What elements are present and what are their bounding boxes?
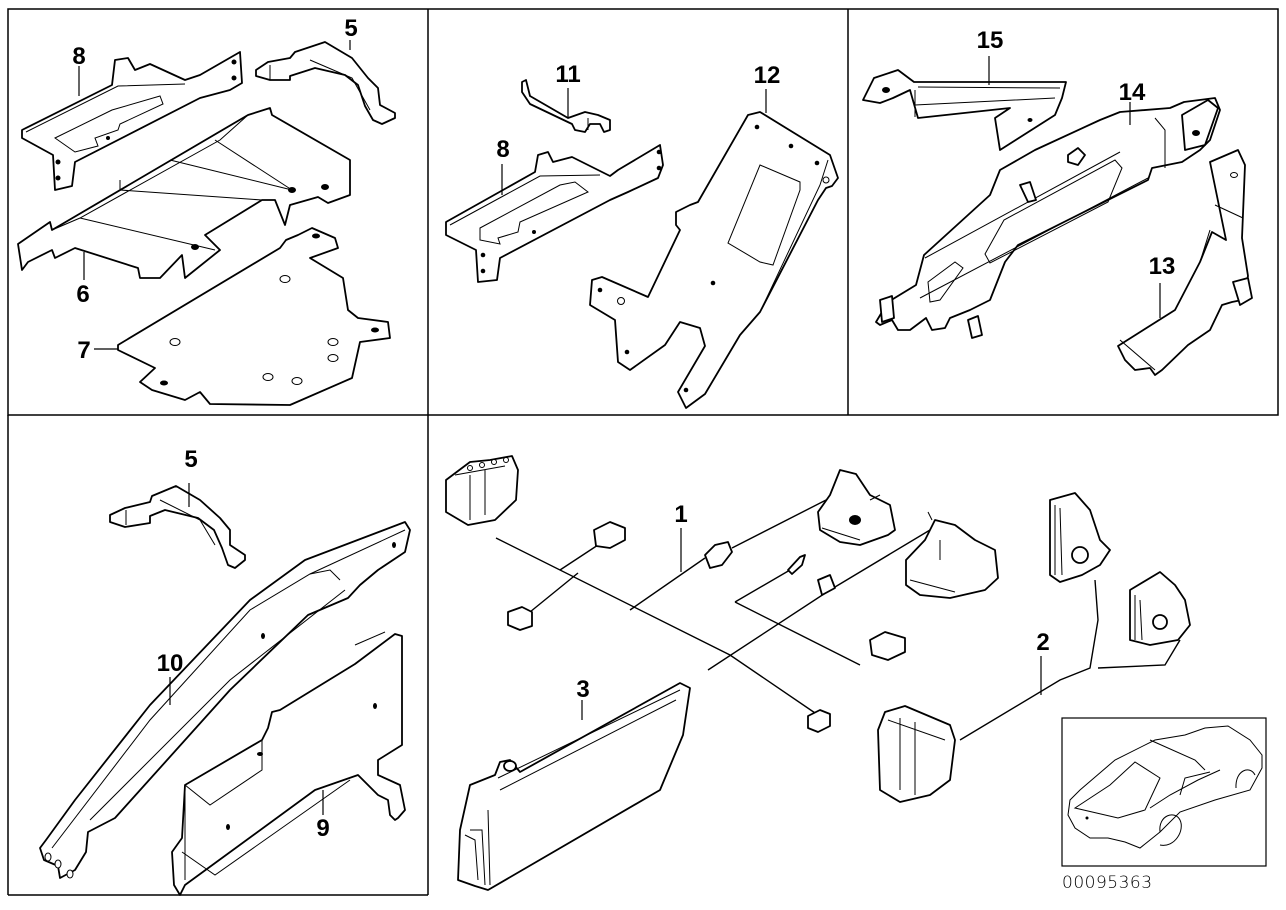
part-12-mounting-plate[interactable] (589, 111, 839, 409)
callout-10[interactable]: 10 (157, 650, 184, 677)
part-1-wiring-harness[interactable] (445, 455, 999, 733)
callout-12[interactable]: 12 (754, 62, 781, 89)
callout-8[interactable]: 8 (496, 136, 509, 163)
part-8-bracket[interactable] (445, 144, 664, 283)
panel-top-middle: 11 12 8 (445, 61, 839, 409)
panel-bottom-right: 1 2 3 00095363 (445, 455, 1267, 893)
panel-bottom-left: 5 10 9 (39, 446, 411, 896)
callout-9[interactable]: 9 (316, 815, 329, 842)
panel-frames (7, 8, 1279, 896)
part-2-wiring-harness[interactable] (877, 492, 1191, 803)
callout-7[interactable]: 7 (77, 337, 90, 364)
callout-5[interactable]: 5 (184, 446, 197, 473)
part-9-bracket[interactable] (171, 631, 406, 896)
callout-2[interactable]: 2 (1036, 629, 1049, 656)
callout-11[interactable]: 11 (555, 61, 580, 88)
panel-top-left: 8 5 6 7 (17, 15, 396, 406)
part-5-clip[interactable] (255, 41, 396, 125)
callout-14[interactable]: 14 (1119, 79, 1146, 106)
top-row-frame (7, 8, 1279, 416)
part-8-bracket[interactable] (21, 51, 243, 191)
part-10-strut[interactable] (39, 521, 411, 879)
panel-top-right: 15 14 13 (862, 27, 1253, 376)
callout-8[interactable]: 8 (72, 43, 85, 70)
part-7-plate[interactable] (117, 227, 391, 406)
callout-6[interactable]: 6 (76, 281, 89, 308)
callout-15[interactable]: 15 (977, 27, 1004, 54)
part-15-bracket[interactable] (862, 69, 1067, 151)
callout-3[interactable]: 3 (576, 676, 589, 703)
car-locator-icon (1061, 717, 1267, 867)
part-13-bracket[interactable] (1117, 149, 1253, 376)
diagram-reference-number: 00095363 (1062, 873, 1153, 893)
callout-5[interactable]: 5 (344, 15, 357, 42)
part-5-clip[interactable] (109, 485, 246, 569)
callout-13[interactable]: 13 (1149, 253, 1176, 280)
part-6-tray[interactable] (17, 107, 351, 279)
part-14-mounting-rail[interactable] (875, 97, 1221, 339)
callout-1[interactable]: 1 (674, 501, 687, 528)
part-11-clip[interactable] (521, 79, 611, 133)
part-3-control-unit[interactable] (457, 682, 691, 891)
